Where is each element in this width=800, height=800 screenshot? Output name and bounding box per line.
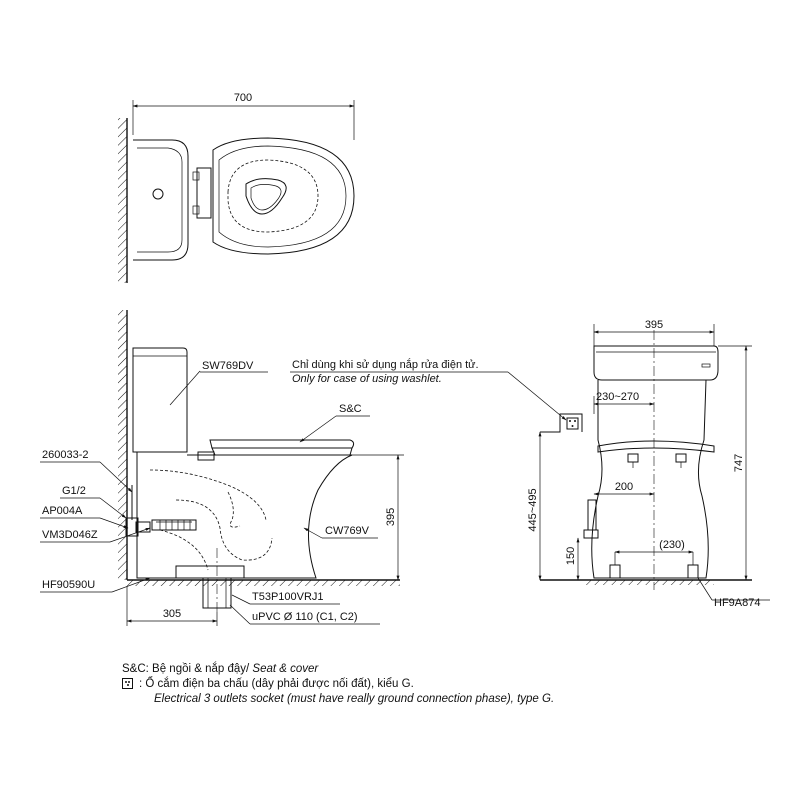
front-view: 395 747 230~270 445~495 200 150 (230) HF… — [527, 319, 770, 609]
side-height-dim: 395 — [385, 508, 397, 526]
tank-top-outline — [133, 139, 189, 261]
bowl-front — [591, 379, 709, 579]
valve-label: AP004A — [42, 505, 83, 517]
side-depth-dim: 305 — [163, 608, 181, 620]
washlet-note-vi: Chỉ dùng khi sử dụng nắp rửa điện tử. — [292, 358, 479, 371]
note-socket-en: Electrical 3 outlets socket (must have r… — [122, 692, 762, 707]
note-sc-prefix: S&C: Bệ ngồi & nắp đậy/ — [122, 663, 250, 675]
notes-block: S&C: Bệ ngồi & nắp đậy/ Seat & cover : Ổ… — [122, 662, 762, 707]
note-socket-en-text: Electrical 3 outlets socket (must have r… — [154, 693, 555, 705]
seat-top-outline — [212, 137, 355, 255]
flush-button-icon — [152, 188, 164, 200]
wall-hatch-side — [118, 310, 127, 580]
side-view: 395 305 SW769DV S&C CW769V 260033-2 G1/2… — [40, 310, 567, 626]
outlet-label: T53P100VRJ1 — [252, 591, 324, 603]
socket-icon — [566, 417, 579, 430]
pipe-label: uPVC Ø 110 (C1, C2) — [252, 611, 358, 623]
thread-label: G1/2 — [62, 485, 86, 497]
trap-label: VM3D046Z — [42, 529, 98, 541]
flange-label: HF90590U — [42, 579, 95, 591]
socket-icon — [122, 678, 133, 689]
bolt-spacing-dim: (230) — [659, 539, 685, 551]
seat-side — [209, 439, 355, 449]
socket-height-dim: 445~495 — [527, 488, 539, 531]
tank-front — [593, 345, 719, 381]
front-height-dim: 747 — [733, 454, 745, 472]
note-socket-vi: : Ổ cắm điện ba chấu (dây phải được nối … — [122, 677, 762, 692]
socket-range-dim: 230~270 — [596, 391, 639, 403]
bowl-label: CW769V — [325, 525, 370, 537]
tank-label: SW769DV — [202, 360, 254, 372]
front-width-dim: 395 — [645, 319, 663, 331]
note-socket-vi-text: : Ổ cắm điện ba chấu (dây phải được nối … — [139, 678, 414, 690]
seat-label: S&C — [339, 403, 362, 415]
note-sc: S&C: Bệ ngồi & nắp đậy/ Seat & cover — [122, 662, 762, 677]
bowl-side — [136, 452, 353, 579]
front-flange-label: HF9A874 — [714, 597, 760, 609]
wall-hatch-icon — [118, 118, 127, 283]
tank-side — [132, 347, 188, 453]
top-width-dim: 700 — [234, 92, 252, 104]
inlet-offset-dim: 200 — [615, 481, 633, 493]
note-sc-en: Seat & cover — [252, 663, 319, 675]
top-view: 700 — [118, 92, 355, 283]
inlet-height-dim: 150 — [565, 547, 577, 565]
washlet-note-en: Only for case of using washlet. — [292, 373, 442, 385]
hose-label: 260033-2 — [42, 449, 89, 461]
